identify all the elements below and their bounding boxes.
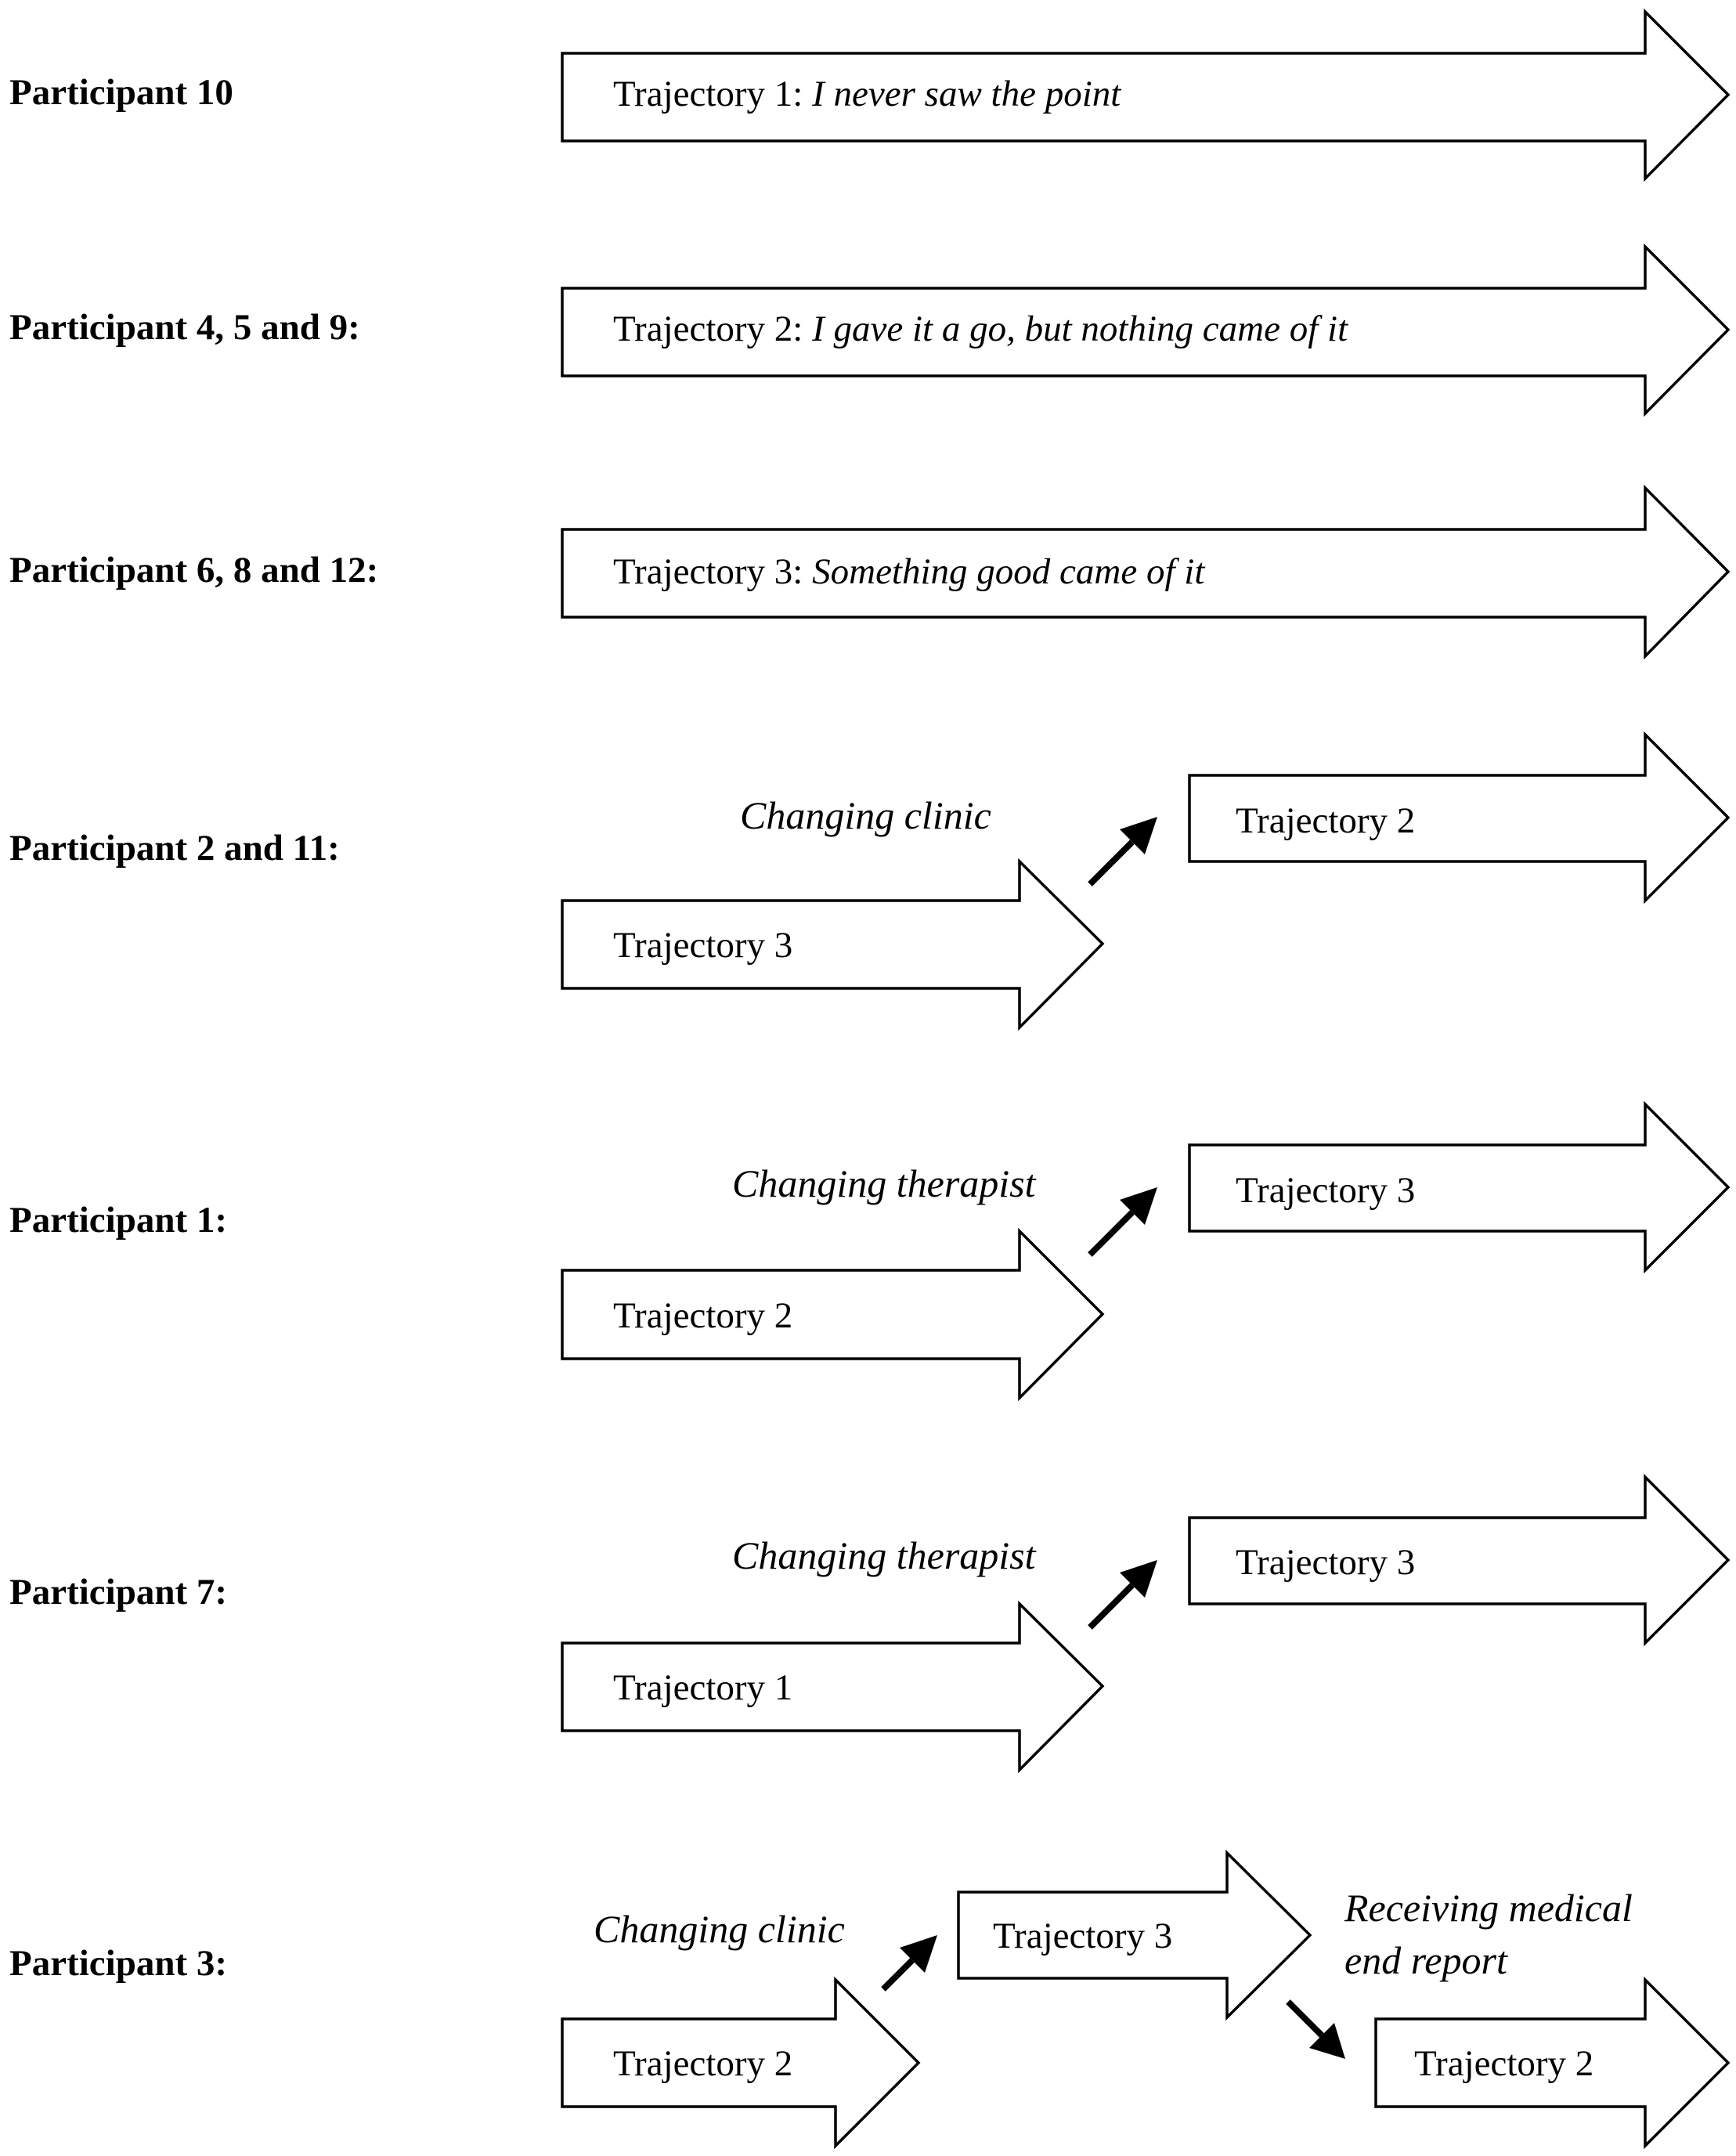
participant-label: Participant 6, 8 and 12: [9,550,378,590]
participant-label: Participant 3: [9,1943,227,1984]
trajectory-2-arrow [561,243,1731,417]
participant-label: Participant 2 and 11: [9,828,340,869]
transition-arrow [881,1935,937,1992]
row-participant-7: Participant 7: Trajectory 1 Changing the… [9,1473,1731,1774]
to-trajectory-arrow [1188,1100,1731,1274]
to-trajectory-label: Trajectory 2 [1236,800,1415,841]
from-trajectory-arrow [561,858,1105,1031]
transition-arrow [1088,1560,1157,1630]
row-participant-10: Participant 10 Trajectory 1: I never saw… [9,8,1731,182]
change2-annotation-line1: Receiving medical [1344,1886,1633,1930]
change-annotation: Changing clinic [740,793,991,837]
to-trajectory-label: Trajectory 2 [1414,2043,1593,2084]
from-trajectory-label: Trajectory 2 [613,1295,792,1336]
transition-arrow [1088,1187,1157,1257]
from-trajectory-label: Trajectory 3 [613,925,792,966]
from-trajectory-arrow [561,1976,921,2150]
to-trajectory-label: Trajectory 3 [1236,1170,1415,1211]
to-trajectory-arrow [1188,731,1731,905]
from-trajectory-label: Trajectory 2 [613,2043,792,2084]
trajectory-2-label: Trajectory 2: I gave it a go, but nothin… [613,309,1348,349]
row-participant-2-11: Participant 2 and 11: Trajectory 3 Chang… [9,731,1731,1031]
row-participant-1: Participant 1: Trajectory 2 Changing the… [9,1100,1731,1402]
trajectory-1-label: Trajectory 1: I never saw the point [613,74,1121,114]
from-trajectory-arrow [561,1600,1105,1774]
transition-arrow [1088,817,1157,887]
change-annotation: Changing therapist [732,1161,1037,1205]
trajectory-1-arrow [561,8,1731,182]
trajectory-3-arrow [561,484,1731,660]
participant-label: Participant 1: [9,1200,227,1241]
participant-label: Participant 4, 5 and 9: [9,307,360,348]
row-participant-4-5-9: Participant 4, 5 and 9: Trajectory 2: I … [9,243,1731,417]
to-trajectory-arrow [1374,1976,1731,2150]
change-annotation: Changing clinic [594,1907,845,1951]
trajectory-3-label: Trajectory 3: Something good came of it [613,551,1205,592]
transition-arrow-2 [1286,1999,1345,2059]
row-participant-3: Participant 3: Trajectory 2 Changing cli… [9,1849,1731,2150]
middle-trajectory-label: Trajectory 3 [993,1916,1172,1956]
change-annotation: Changing therapist [732,1533,1037,1577]
to-trajectory-arrow [1188,1473,1731,1647]
participant-label: Participant 7: [9,1572,227,1612]
middle-trajectory-arrow [957,1849,1312,2021]
participant-label: Participant 10 [9,72,233,113]
from-trajectory-arrow [561,1227,1105,1402]
from-trajectory-label: Trajectory 1 [613,1667,792,1708]
change2-annotation-line2: end report [1344,1938,1508,1982]
to-trajectory-label: Trajectory 3 [1236,1542,1415,1583]
row-participant-6-8-12: Participant 6, 8 and 12: Trajectory 3: S… [9,484,1731,660]
